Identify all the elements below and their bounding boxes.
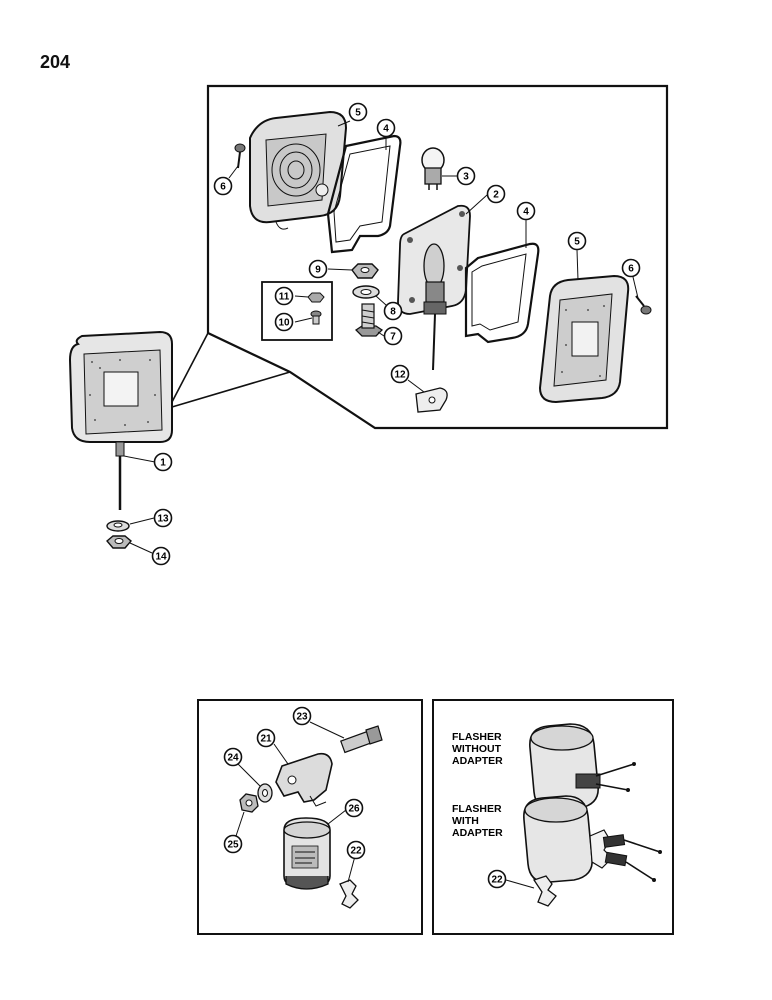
callout-leaders [123,120,639,889]
callout: 6 [213,176,233,196]
callout: 24 [223,747,243,767]
svg-text:14: 14 [155,552,167,563]
small-nut [307,292,325,303]
flasher-without-adapter-label: FLASHER [452,731,502,743]
flasher-unit [283,817,331,890]
screw [234,143,246,169]
callout: 25 [223,834,243,854]
flasher-without-adapter-label: ADAPTER [452,755,503,767]
svg-text:26: 26 [348,804,360,815]
bulb [421,147,445,190]
washer [352,285,380,299]
callout: 5 [567,231,587,251]
mount-screw [340,725,383,754]
callout: 10 [274,312,294,332]
bolt [354,303,384,337]
flasher-bracket [275,752,333,807]
hex-nut [351,263,379,279]
svg-text:13: 13 [157,514,169,525]
flasher-with-adapter [523,795,662,883]
gasket [464,242,540,344]
callout: 5 [348,102,368,122]
flasher-with-adapter-label: ADAPTER [452,827,503,839]
callout: 13 [153,508,173,528]
callout: 22 [487,869,507,889]
hex-nut [239,793,259,813]
svg-text:5: 5 [355,108,361,119]
flasher-adapter [339,879,359,909]
svg-text:3: 3 [463,172,469,183]
callout: 2 [486,184,506,204]
callout: 14 [151,546,171,566]
svg-text:6: 6 [220,182,226,193]
gasket [326,134,402,254]
svg-text:25: 25 [227,840,239,851]
flasher-mount-frame [197,699,423,935]
lock-washer [106,520,130,532]
svg-text:24: 24 [227,753,239,764]
flasher-variants-frame [432,699,674,935]
callout: 1 [153,452,173,472]
lamp-housing [249,110,348,230]
callout: 21 [256,728,276,748]
svg-text:23: 23 [296,712,308,723]
svg-text:4: 4 [523,207,529,218]
svg-text:5: 5 [574,237,580,248]
hex-nut [106,535,132,549]
flasher-with-adapter-label: FLASHER [452,803,502,815]
callout: 7 [383,326,403,346]
hardware-inset-box [261,281,333,341]
svg-text:11: 11 [279,292,290,303]
page-number: 204 [40,52,71,72]
callout: 3 [456,166,476,186]
callout: 26 [344,798,364,818]
callout: 8 [383,301,403,321]
frame-leader-line [171,332,209,403]
callout: 12 [390,364,410,384]
svg-text:12: 12 [394,370,406,381]
flasher-adapter [532,875,557,907]
svg-text:22: 22 [350,846,362,857]
flasher-without-adapter [529,723,636,811]
socket-plate [397,204,471,371]
svg-text:1: 1 [160,458,166,469]
svg-text:8: 8 [390,307,396,318]
callout: 6 [621,258,641,278]
frame-leader-line [171,371,291,408]
callout: 4 [516,201,536,221]
screw [635,295,652,315]
svg-text:6: 6 [628,264,634,275]
callout: 11 [274,286,294,306]
svg-text:4: 4 [383,124,389,135]
callout: 4 [376,118,396,138]
assembled-lamp [68,330,173,510]
callout: 9 [308,259,328,279]
svg-text:10: 10 [278,318,290,329]
svg-text:21: 21 [260,734,272,745]
lamp-lens [538,274,630,404]
flasher-without-adapter-label: WITHOUT [452,743,502,755]
small-screw [310,310,322,325]
callout: 22 [346,840,366,860]
flasher-with-adapter-label: WITH [452,815,479,827]
small-gasket [415,387,448,413]
svg-text:2: 2 [493,190,499,201]
callout: 23 [292,706,312,726]
washer [257,783,273,803]
svg-text:9: 9 [315,265,321,276]
svg-text:7: 7 [390,332,396,343]
svg-text:22: 22 [491,875,503,886]
